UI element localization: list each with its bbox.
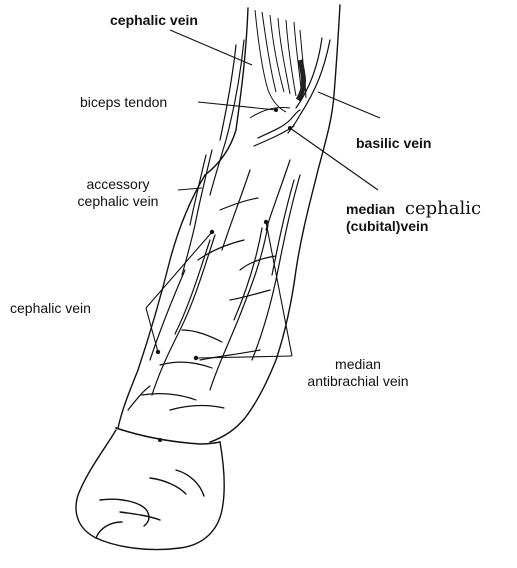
label-median-cubital-vein: median cephalic (cubital)vein	[346, 200, 481, 235]
label-cephalic-vein-top: cephalic vein	[110, 12, 198, 29]
label-median-antibrachial-vein: median antibrachial vein	[278, 356, 438, 390]
label-accessory-cephalic-vein: accessory cephalic vein	[52, 176, 184, 210]
label-antibrachial-line2: antibrachial vein	[278, 373, 438, 390]
label-basilic-vein: basilic vein	[356, 135, 431, 152]
label-cubital-line2: (cubital)vein	[346, 218, 481, 235]
leader-basilic	[318, 92, 380, 118]
label-median-word: median	[346, 201, 395, 217]
tendon-and-muscle	[250, 10, 306, 118]
label-antibrachial-line1: median	[278, 356, 438, 373]
leader-cephalic-top	[170, 30, 252, 65]
label-biceps-tendon: biceps tendon	[80, 94, 167, 111]
leader-cephalic-lower	[146, 308, 158, 352]
label-accessory-line2: cephalic vein	[52, 193, 184, 210]
label-accessory-line1: accessory	[52, 176, 184, 193]
label-cephalic-vein-left: cephalic vein	[10, 300, 91, 317]
label-cephalic-typed: cephalic	[405, 198, 481, 219]
leader-cephalic-upper	[146, 232, 212, 308]
leader-biceps	[198, 102, 276, 110]
